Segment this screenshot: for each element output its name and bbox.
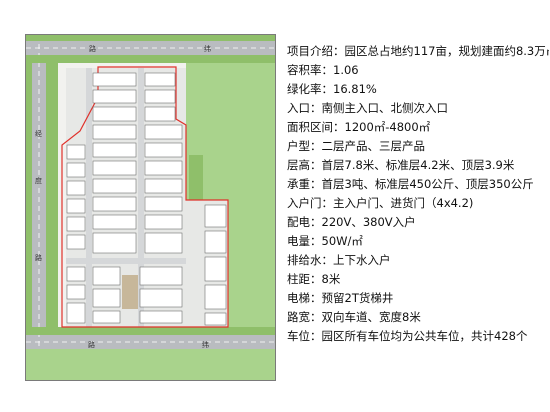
factory-building [66,198,86,214]
roads [26,35,275,380]
factory-building [144,124,183,140]
factory-building [139,288,183,308]
factory-building [204,312,227,326]
road-label: 纬 [202,340,209,349]
factory-building [144,160,183,176]
factory-building [204,256,227,282]
info-line: 容积率：1.06 [287,63,359,77]
factory-building [204,230,227,254]
factory-building [66,302,86,324]
info-line: 层高：首层7.8米、标准层4.2米、顶层3.9米 [287,158,515,172]
factory-building [92,288,121,308]
road-label: 路 [88,340,95,349]
factory-building [92,124,137,140]
info-line: 柱距：8米 [287,272,341,286]
factory-building [66,216,86,232]
factory-building [66,234,86,250]
factory-building [144,142,183,158]
site-boundary [61,66,229,328]
road-label: 路 [35,253,42,262]
factory-building [204,204,227,228]
factory-building [144,232,183,254]
factory-building [92,178,137,194]
buildings [66,72,227,326]
north-road [26,41,275,55]
factory-building [92,89,137,104]
info-line: 排给水：上下水入户 [287,253,391,267]
road-label: 经 [35,129,42,138]
factory-building [92,196,137,212]
factory-building [139,266,183,286]
factory-building [92,142,137,158]
info-line: 户型：二层产品、三层产品 [287,139,425,153]
info-line: 配电：220V、380V入户 [287,215,416,229]
factory-building [204,284,227,310]
factory-building [92,106,137,122]
factory-building [144,89,176,104]
info-line: 路宽：双向车道、宽度8米 [287,310,421,324]
road-label: 度 [35,176,42,185]
info-line: 电梯：预留2T货梯井 [287,291,394,305]
factory-building [144,196,183,212]
factory-building [92,214,137,230]
site-plan-map: 路 路 纬 纬 经 度 路 [25,34,276,381]
factory-building [66,162,86,178]
factory-building [144,178,183,194]
factory-building [92,266,121,286]
factory-building [139,310,183,324]
factory-building [92,232,137,254]
road-labels: 路 路 纬 纬 经 度 路 [35,44,211,349]
info-line: 项目介绍：园区总占地约117亩，规划建面约8.3万㎡ [287,44,549,58]
factory-building [66,266,86,282]
factory-building [144,214,183,230]
south-road [26,335,275,349]
central-plaza [122,275,138,309]
info-line: 车位：园区所有车位均为公共车位，共计428个 [287,329,528,343]
road-label: 路 [89,44,96,53]
factory-building [92,160,137,176]
factory-building [144,72,176,87]
factory-building [92,72,137,87]
info-line: 入口：南侧主入口、北侧次入口 [287,101,448,115]
road-label: 纬 [204,44,211,53]
factory-building [66,284,86,300]
factory-building [66,180,86,196]
info-line: 绿化率：16.81% [287,82,377,96]
info-line: 电量：50W/㎡ [287,234,363,248]
factory-building [66,144,86,160]
info-line: 承重：首层3吨、标准层450公斤、顶层350公斤 [287,177,534,191]
factory-building [92,310,121,324]
factory-building [144,106,176,122]
info-line: 面积区间：1200㎡-4800㎡ [287,120,431,134]
info-line: 入户门：主入户门、进货门（4x4.2) [287,196,474,210]
